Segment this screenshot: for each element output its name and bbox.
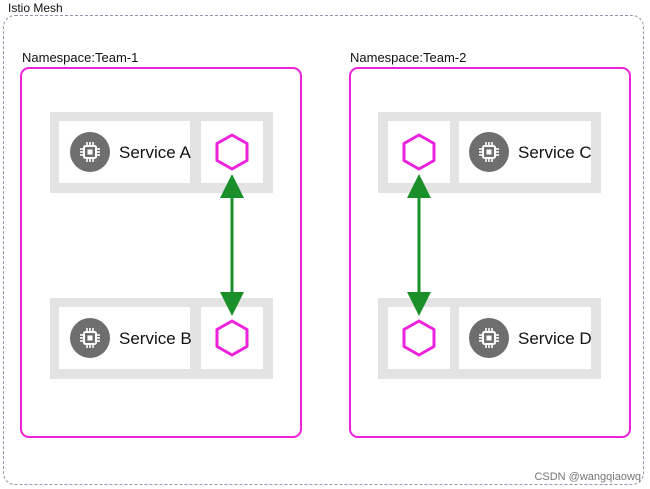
service-d-card[interactable]: Service D [459,307,592,369]
watermark: CSDN @wangqiaowq [534,471,641,483]
chip-icon [70,318,110,358]
mesh-boundary [3,15,644,485]
hexagon-icon [402,133,436,171]
service-b-proxy[interactable] [201,307,263,369]
service-d-label: Service D [518,329,592,348]
service-c-proxy[interactable] [388,121,450,183]
hexagon-icon [215,319,249,357]
service-c-label: Service C [518,143,592,162]
service-b-card[interactable]: Service B [59,307,192,369]
service-d-proxy[interactable] [388,307,450,369]
hexagon-icon [402,319,436,357]
namespace-1-title: Namespace:Team-1 [22,50,139,65]
service-a-proxy[interactable] [201,121,263,183]
mesh-title: Istio Mesh [6,1,65,15]
service-b-label: Service B [119,329,192,348]
chip-icon [469,132,509,172]
hexagon-icon [215,133,249,171]
service-a-card[interactable]: Service A [59,121,191,183]
chip-icon [70,132,110,172]
service-a-label: Service A [119,143,191,162]
namespace-2-title: Namespace:Team-2 [350,50,467,65]
chip-icon [469,318,509,358]
namespace-2-box [349,67,631,438]
namespace-1-box [20,67,302,438]
service-c-card[interactable]: Service C [459,121,592,183]
